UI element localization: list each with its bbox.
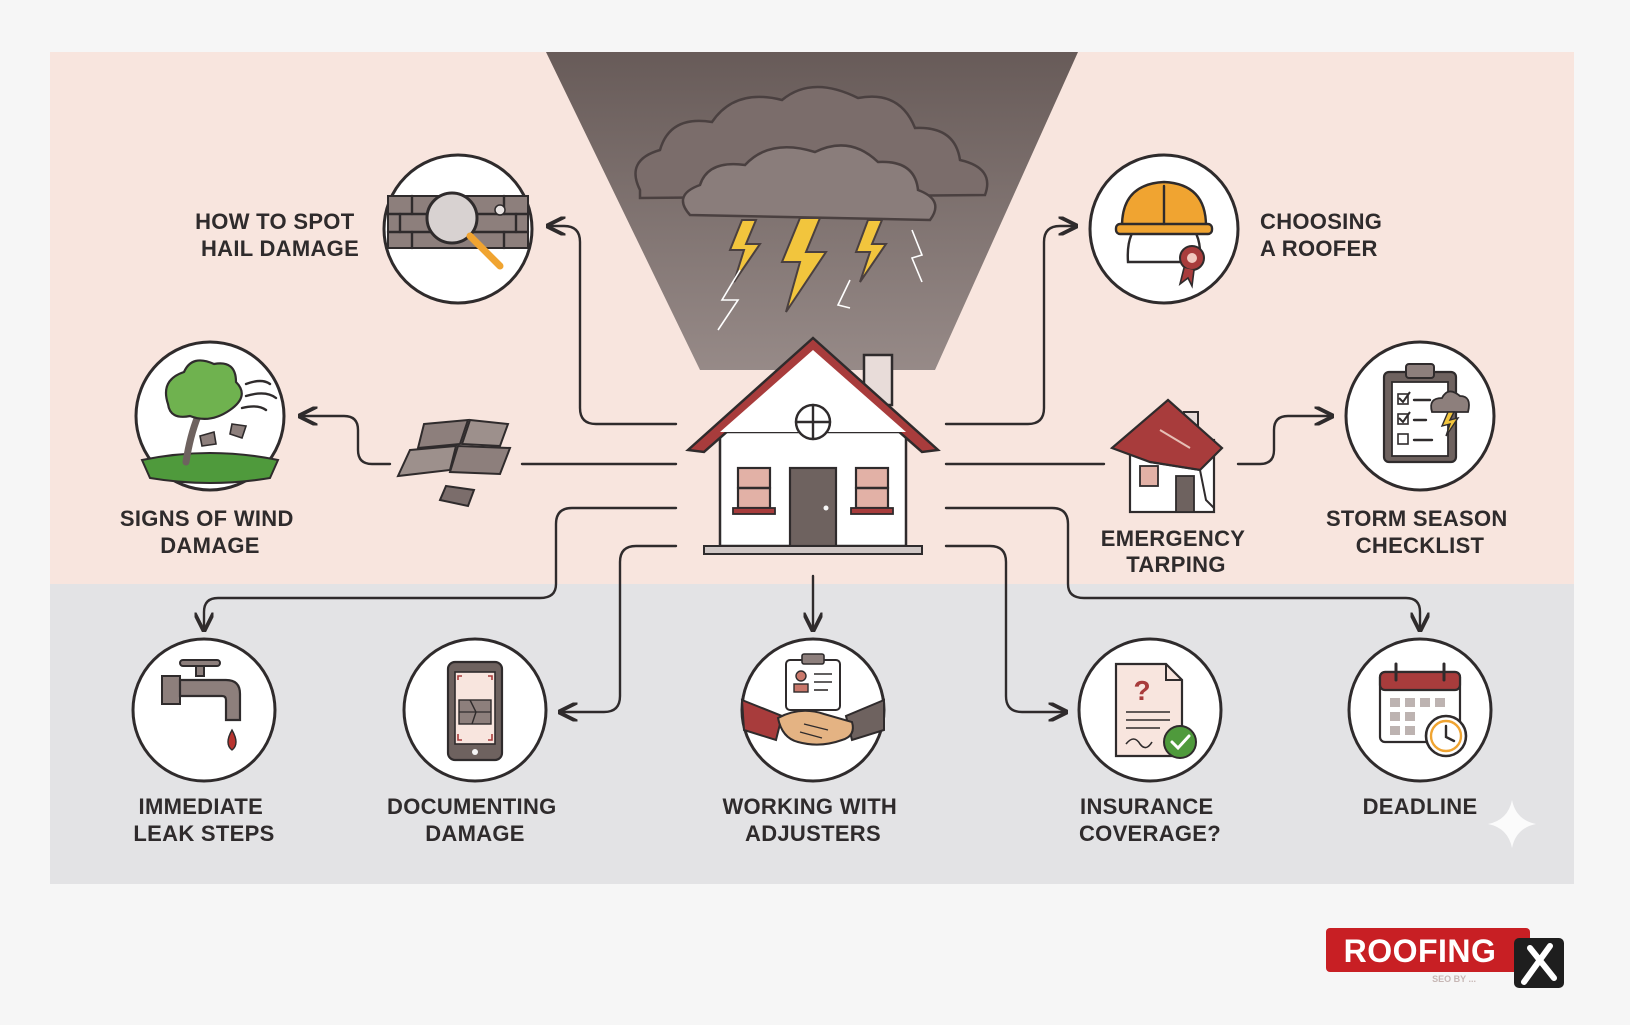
leak-steps-line-2: LEAK STEPS: [133, 821, 274, 846]
storm-checklist-line-1: STORM SEASON: [1326, 506, 1508, 531]
leak-steps-circle: [131, 637, 277, 783]
connector-roofer: [944, 226, 1074, 426]
connector-leak: [204, 506, 678, 628]
sparkle-icon: [1488, 800, 1536, 848]
tarped-house-icon: [1109, 398, 1224, 514]
scattered-shingles-icon: [396, 418, 512, 508]
topic-wind-damage: SIGNS OF WIND DAMAGE: [120, 340, 300, 558]
topic-deadline: DEADLINE: [1347, 637, 1493, 819]
logo-tagline: SEO BY ...: [1432, 974, 1476, 984]
connector-hail: [550, 226, 678, 426]
storm-cloud-icon: [634, 85, 989, 222]
deadline-line-1: DEADLINE: [1363, 794, 1478, 819]
insurance-line-2: COVERAGE?: [1079, 821, 1221, 846]
connector-deadline: [944, 506, 1420, 628]
wind-damage-label: SIGNS OF WIND DAMAGE: [120, 506, 300, 558]
emergency-tarping-line-1: EMERGENCY: [1101, 526, 1246, 551]
adjusters-line-2: ADJUSTERS: [745, 821, 881, 846]
connector-checklist: [1236, 416, 1330, 466]
documenting-damage-line-1: DOCUMENTING: [387, 794, 557, 819]
insurance-label: INSURANCE COVERAGE?: [1079, 794, 1221, 846]
leak-steps-line-1: IMMEDIATE: [139, 794, 264, 819]
topic-adjusters: WORKING WITH ADJUSTERS: [722, 637, 903, 846]
adjusters-label: WORKING WITH ADJUSTERS: [722, 794, 903, 846]
logo-wordmark: ROOFING: [1344, 933, 1497, 969]
wind-damage-line-1: SIGNS OF WIND: [120, 506, 294, 531]
policy-document-check-icon: ?: [1114, 662, 1197, 759]
topic-insurance: ? INSURANCE COVERAGE?: [1077, 637, 1223, 846]
faucet-drip-icon: [161, 659, 242, 751]
house-illustration: [685, 336, 941, 555]
ground-mound: [600, 547, 1030, 584]
handshake-clipboard-icon: [740, 653, 885, 746]
choosing-roofer-label: CHOOSING A ROOFER: [1260, 209, 1389, 261]
calendar-clock-icon: [1378, 662, 1468, 758]
emergency-tarping-label: EMERGENCY TARPING: [1101, 526, 1252, 577]
connector-documenting: [562, 544, 678, 712]
connector-wind: [302, 416, 392, 466]
hail-damage-line-2: HAIL DAMAGE: [201, 236, 359, 261]
storm-checklist-label: STORM SEASON CHECKLIST: [1326, 506, 1514, 558]
choosing-roofer-line-2: A ROOFER: [1260, 236, 1378, 261]
adjusters-line-1: WORKING WITH: [722, 794, 897, 819]
tree-wind-icon: [140, 359, 280, 484]
documenting-damage-line-2: DAMAGE: [425, 821, 525, 846]
roofing-logo: ROOFING SEO BY ...: [1326, 928, 1564, 988]
wind-damage-line-2: DAMAGE: [160, 533, 260, 558]
emergency-tarping-line-2: TARPING: [1126, 552, 1225, 577]
connector-lines: [204, 226, 1420, 712]
hard-hat-badge-icon: [1114, 180, 1214, 289]
insurance-line-1: INSURANCE: [1080, 794, 1214, 819]
logo-badge: [1326, 928, 1530, 972]
hail-damage-line-1: HOW TO SPOT: [195, 209, 355, 234]
connector-insurance: [944, 544, 1064, 712]
documenting-damage-label: DOCUMENTING DAMAGE: [387, 794, 563, 846]
question-mark-glyph: ?: [1133, 675, 1150, 706]
choosing-roofer-line-1: CHOOSING: [1260, 209, 1382, 234]
topic-leak-steps: IMMEDIATE LEAK STEPS: [131, 637, 277, 846]
topic-documenting-damage: DOCUMENTING DAMAGE: [387, 637, 563, 846]
leak-steps-label: IMMEDIATE LEAK STEPS: [133, 794, 274, 846]
phone-camera-icon: [446, 660, 504, 762]
storm-checklist-line-2: CHECKLIST: [1356, 533, 1485, 558]
lightning-icon: [717, 217, 924, 331]
topic-choosing-roofer: CHOOSING A ROOFER: [1088, 153, 1389, 305]
deadline-label: DEADLINE: [1363, 794, 1478, 819]
topic-hail-damage: HOW TO SPOT HAIL DAMAGE: [195, 153, 534, 305]
clipboard-checklist-icon: [1382, 363, 1470, 464]
hail-damage-label: HOW TO SPOT HAIL DAMAGE: [195, 209, 361, 261]
magnifier-shingles-icon: [386, 191, 530, 270]
logo-x-icon: [1521, 943, 1557, 985]
topic-storm-checklist: STORM SEASON CHECKLIST: [1326, 340, 1514, 558]
